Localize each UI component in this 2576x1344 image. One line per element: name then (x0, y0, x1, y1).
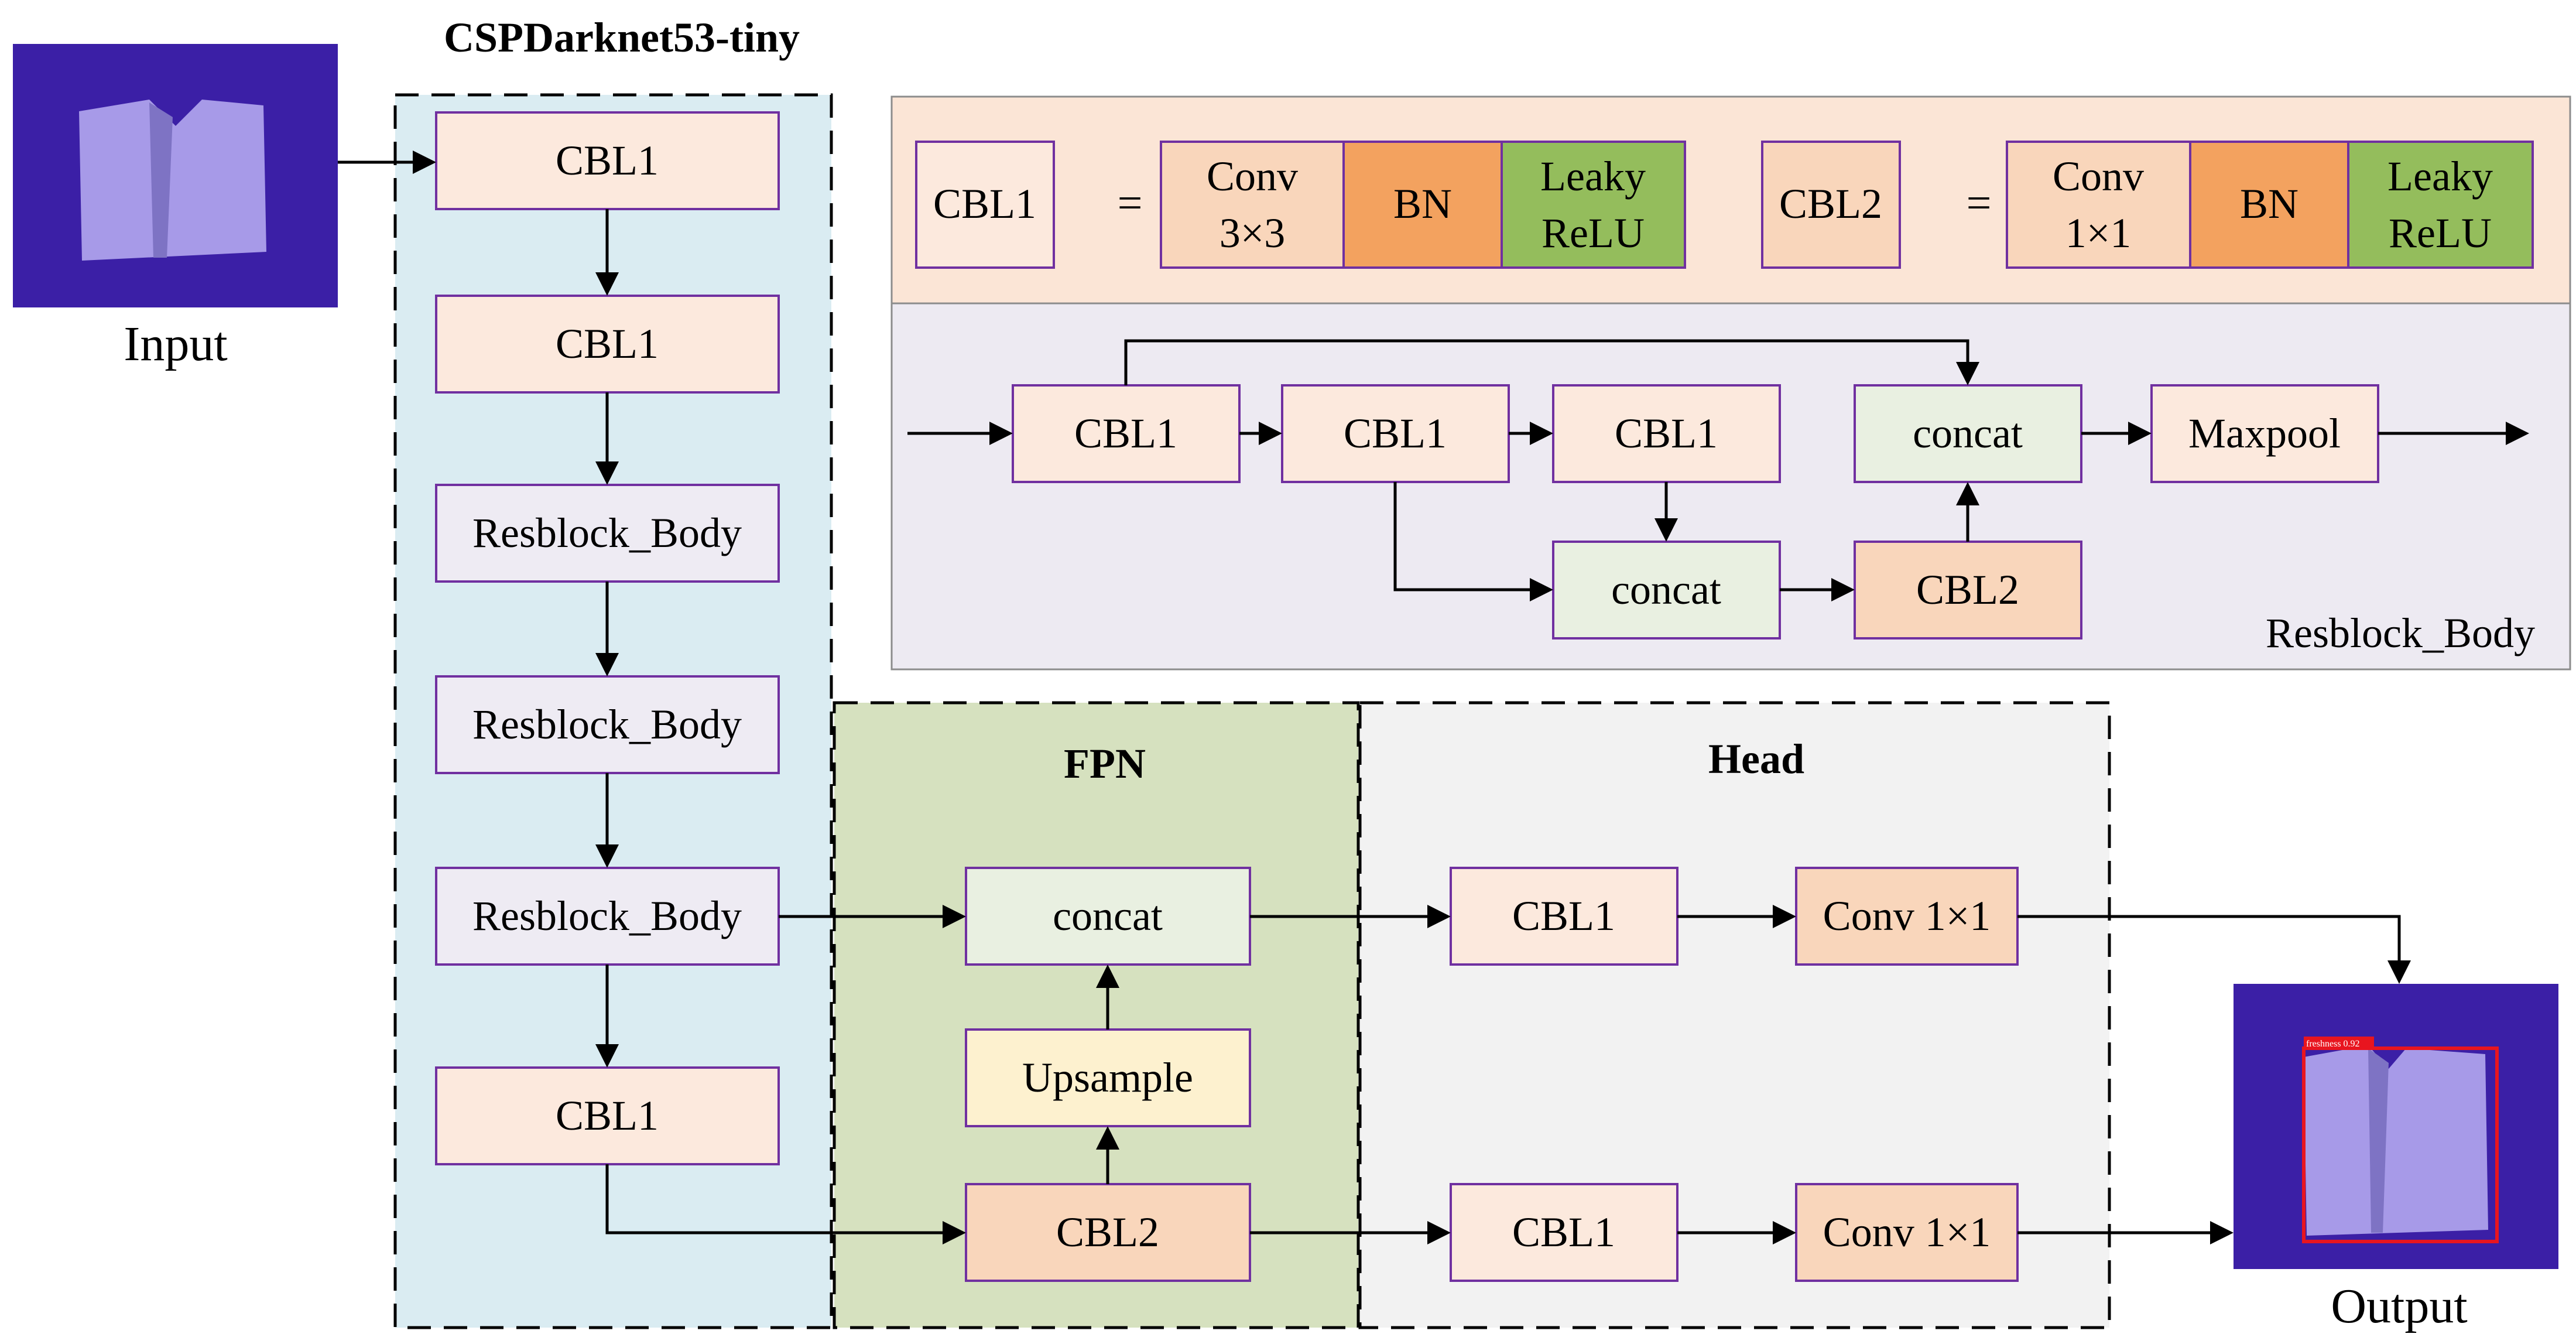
svg-text:ReLU: ReLU (1542, 210, 1645, 257)
svg-text:Resblock_Body: Resblock_Body (472, 509, 742, 556)
legend-cbl2-bn: BN (2189, 141, 2349, 269)
svg-text:Maxpool: Maxpool (2188, 410, 2341, 457)
legend-cbl2-leaky: Leaky ReLU (2347, 141, 2534, 269)
svg-text:CBL1: CBL1 (556, 1092, 659, 1139)
svg-text:CBL1: CBL1 (556, 320, 659, 367)
svg-text:concat: concat (1611, 566, 1721, 613)
resblock-cbl1-c: CBL1 (1552, 384, 1781, 483)
legend-cbl1-leaky: Leaky ReLU (1501, 141, 1686, 269)
svg-text:CBL2: CBL2 (1779, 180, 1882, 227)
detection-label: freshness 0.92 (2306, 1039, 2360, 1049)
resblock-concat-top: concat (1854, 384, 2082, 483)
svg-text:Resblock_Body: Resblock_Body (472, 701, 742, 748)
svg-text:CBL2: CBL2 (1056, 1209, 1159, 1256)
fpn-concat: concat (965, 867, 1251, 966)
legend-cbl1-conv: Conv 3×3 (1160, 141, 1345, 269)
svg-text:Conv: Conv (1207, 153, 1298, 200)
svg-text:3×3: 3×3 (1220, 210, 1286, 257)
legend-cbl2-name: CBL2 (1761, 141, 1901, 269)
fpn-title: FPN (1064, 740, 1146, 787)
svg-text:CBL2: CBL2 (1916, 566, 2019, 613)
svg-text:CBL1: CBL1 (556, 137, 659, 184)
backbone-title: CSPDarknet53-tiny (444, 14, 800, 61)
backbone-block-cbl1-a: CBL1 (435, 111, 780, 210)
resblock-cbl1-b: CBL1 (1281, 384, 1510, 483)
svg-text:1×1: 1×1 (2065, 210, 2132, 257)
resblock-cbl2: CBL2 (1854, 541, 2082, 639)
svg-text:BN: BN (1393, 180, 1452, 227)
backbone-block-resblock-b: Resblock_Body (435, 675, 780, 774)
svg-text:Resblock_Body: Resblock_Body (472, 892, 742, 939)
arrow-res-b-to-concat (1393, 482, 1553, 601)
legend-cbl2-conv: Conv 1×1 (2006, 141, 2191, 269)
svg-text:concat: concat (1053, 892, 1163, 939)
legend-cbl1-equals: = (1118, 179, 1143, 228)
svg-text:CBL1: CBL1 (1344, 410, 1447, 457)
backbone-block-cbl1-b: CBL1 (435, 295, 780, 394)
input-label: Input (124, 317, 227, 371)
svg-text:concat: concat (1913, 410, 2023, 457)
svg-text:BN: BN (2240, 180, 2298, 227)
arrow-head-top-to-output (2017, 915, 2411, 984)
head-top-cbl1: CBL1 (1450, 867, 1678, 966)
arrow-res-skip-top (1124, 339, 1979, 385)
input-image (13, 44, 338, 307)
svg-text:CBL1: CBL1 (1615, 410, 1718, 457)
svg-text:CBL1: CBL1 (1074, 410, 1177, 457)
head-title: Head (1708, 736, 1804, 782)
backbone-block-resblock-a: Resblock_Body (435, 484, 780, 583)
head-bottom-cbl1: CBL1 (1450, 1183, 1678, 1282)
svg-text:Conv: Conv (2053, 153, 2144, 200)
svg-text:Leaky: Leaky (1540, 153, 1646, 200)
detection-box (2302, 1047, 2499, 1243)
fpn-cbl2: CBL2 (965, 1183, 1251, 1282)
legend-cbl1-name: CBL1 (915, 141, 1055, 269)
svg-text:Conv 1×1: Conv 1×1 (1823, 892, 1991, 939)
legend-cbl1-bn: BN (1342, 141, 1503, 269)
head-top-conv: Conv 1×1 (1795, 867, 2019, 966)
connectors (338, 151, 2529, 1244)
arrow-cbl1-to-cbl2 (605, 1164, 966, 1244)
output-label: Output (2331, 1279, 2467, 1333)
svg-text:Leaky: Leaky (2387, 153, 2493, 200)
svg-text:Conv 1×1: Conv 1×1 (1823, 1209, 1991, 1256)
svg-text:ReLU: ReLU (2389, 210, 2492, 257)
svg-text:CBL1: CBL1 (933, 180, 1036, 227)
resblock-caption: Resblock_Body (2266, 610, 2535, 656)
fpn-upsample: Upsample (965, 1028, 1251, 1127)
svg-text:CBL1: CBL1 (1512, 892, 1615, 939)
backbone-block-cbl1-c: CBL1 (435, 1066, 780, 1165)
svg-text:Upsample: Upsample (1022, 1054, 1193, 1101)
resblock-cbl1-a: CBL1 (1012, 384, 1241, 483)
output-image: freshness 0.92 (2234, 984, 2558, 1269)
resblock-maxpool: Maxpool (2150, 384, 2379, 483)
resblock-concat-bottom: concat (1552, 541, 1781, 639)
backbone-block-resblock-c: Resblock_Body (435, 867, 780, 966)
legend-cbl2-equals: = (1967, 179, 1992, 228)
head-bottom-conv: Conv 1×1 (1795, 1183, 2019, 1282)
svg-text:CBL1: CBL1 (1512, 1209, 1615, 1256)
